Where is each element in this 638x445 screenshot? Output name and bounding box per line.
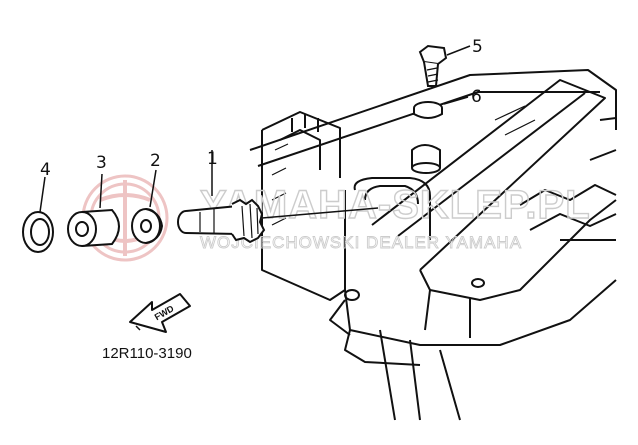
leader-part5 (446, 45, 471, 56)
part-2-washer (131, 208, 164, 244)
part-4-oil-seal (22, 211, 54, 253)
leader-part4 (39, 176, 46, 213)
callout-5: 5 (472, 37, 483, 57)
assembly-line (261, 207, 379, 219)
part-3-bushing (67, 208, 120, 247)
watermark-title: YAMAHA-SKLEP.PL (200, 183, 591, 227)
leader-part2 (149, 169, 157, 208)
part-1-driven-gear (177, 198, 266, 244)
callout-4: 4 (40, 160, 51, 180)
fwd-arrow-icon (129, 293, 191, 333)
diagram-code: 12R110-3190 (102, 345, 192, 362)
part-6-nut (413, 101, 443, 119)
part-5-bolt (418, 44, 448, 87)
callout-3: 3 (96, 153, 107, 173)
leader-part6 (443, 96, 469, 105)
callout-1: 1 (207, 149, 218, 169)
callout-2: 2 (150, 151, 161, 171)
leader-part3 (99, 173, 103, 209)
engine-housing (249, 69, 617, 421)
watermark-subtitle: WOJCIECHOWSKI DEALER YAMAHA (200, 233, 522, 252)
callout-6: 6 (471, 87, 482, 107)
